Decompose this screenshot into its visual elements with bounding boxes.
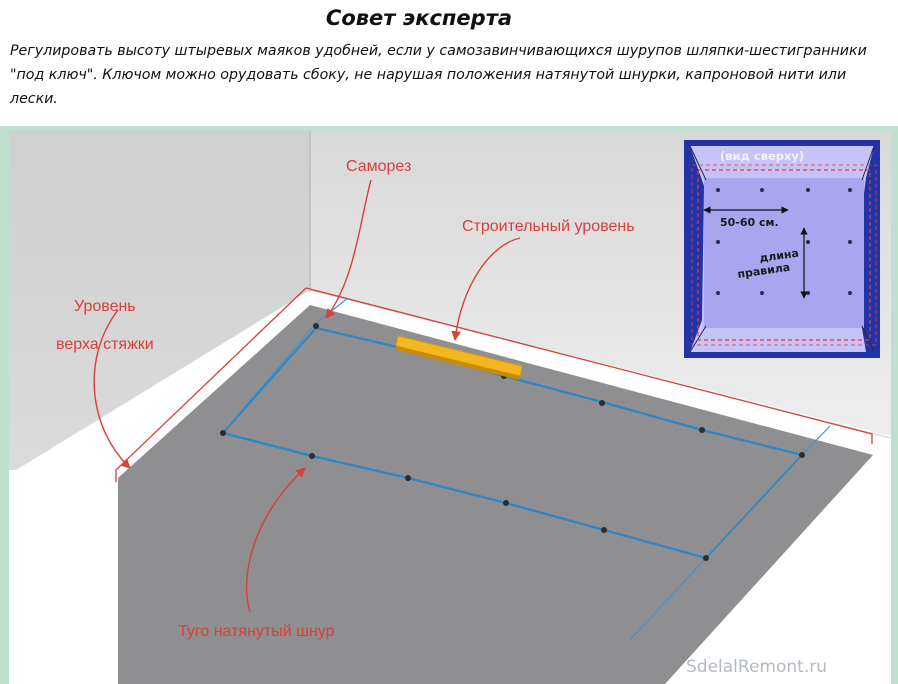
inset-screw [806,291,810,295]
annotation-arrows [93,179,521,613]
inset-screw [716,188,720,192]
inset-title: (вид сверху) [720,149,804,163]
screw-marker [503,500,509,506]
screw-marker [220,430,226,436]
taut-string-front [222,431,707,560]
screw-marker [703,555,709,561]
watermark: SdelalRemont.ru [686,657,827,677]
inset-screw [716,240,720,244]
inset-screw-grid [716,188,852,295]
level-tool-arrow [451,237,521,341]
inset-screw [806,240,810,244]
inset-screw [806,188,810,192]
screw-marker [699,427,705,433]
spacing-label: 50-60 см. [720,216,779,229]
inset-screw [760,188,764,192]
screw-marker [799,452,805,458]
string-label: Туго натянутый шнур [178,623,335,640]
screw-marker [599,400,605,406]
inset-screw [848,240,852,244]
inset-screw [716,291,720,295]
string-arrow [245,467,306,613]
screed-level-outline [115,287,873,482]
level-tool-label: Строительный уровень [462,218,635,235]
screw-label: Саморез [346,158,411,175]
rule-length-label-line1: длина [759,247,800,265]
screed-level-label-line2: верха стяжки [56,336,154,353]
inset-screw [848,188,852,192]
screw-arrow [325,179,372,319]
inset-screw [848,291,852,295]
screw-marker [313,323,319,329]
floor [118,305,873,684]
top-view-inset: (вид сверху) 50-60 см. длина правила [684,140,880,358]
tip-title: Совет эксперта [325,6,513,30]
inset-screw [760,291,764,295]
tip-text: Регулировать высоту штыревых маяков удоб… [10,43,867,107]
screed-level-arrow [93,309,131,469]
screed-level-label-line1: Уровень [74,298,136,315]
screw-marker [309,453,315,459]
taut-string-back [222,326,803,559]
screw-marker [405,475,411,481]
screw-marker [601,527,607,533]
spirit-level-tool [395,335,523,380]
